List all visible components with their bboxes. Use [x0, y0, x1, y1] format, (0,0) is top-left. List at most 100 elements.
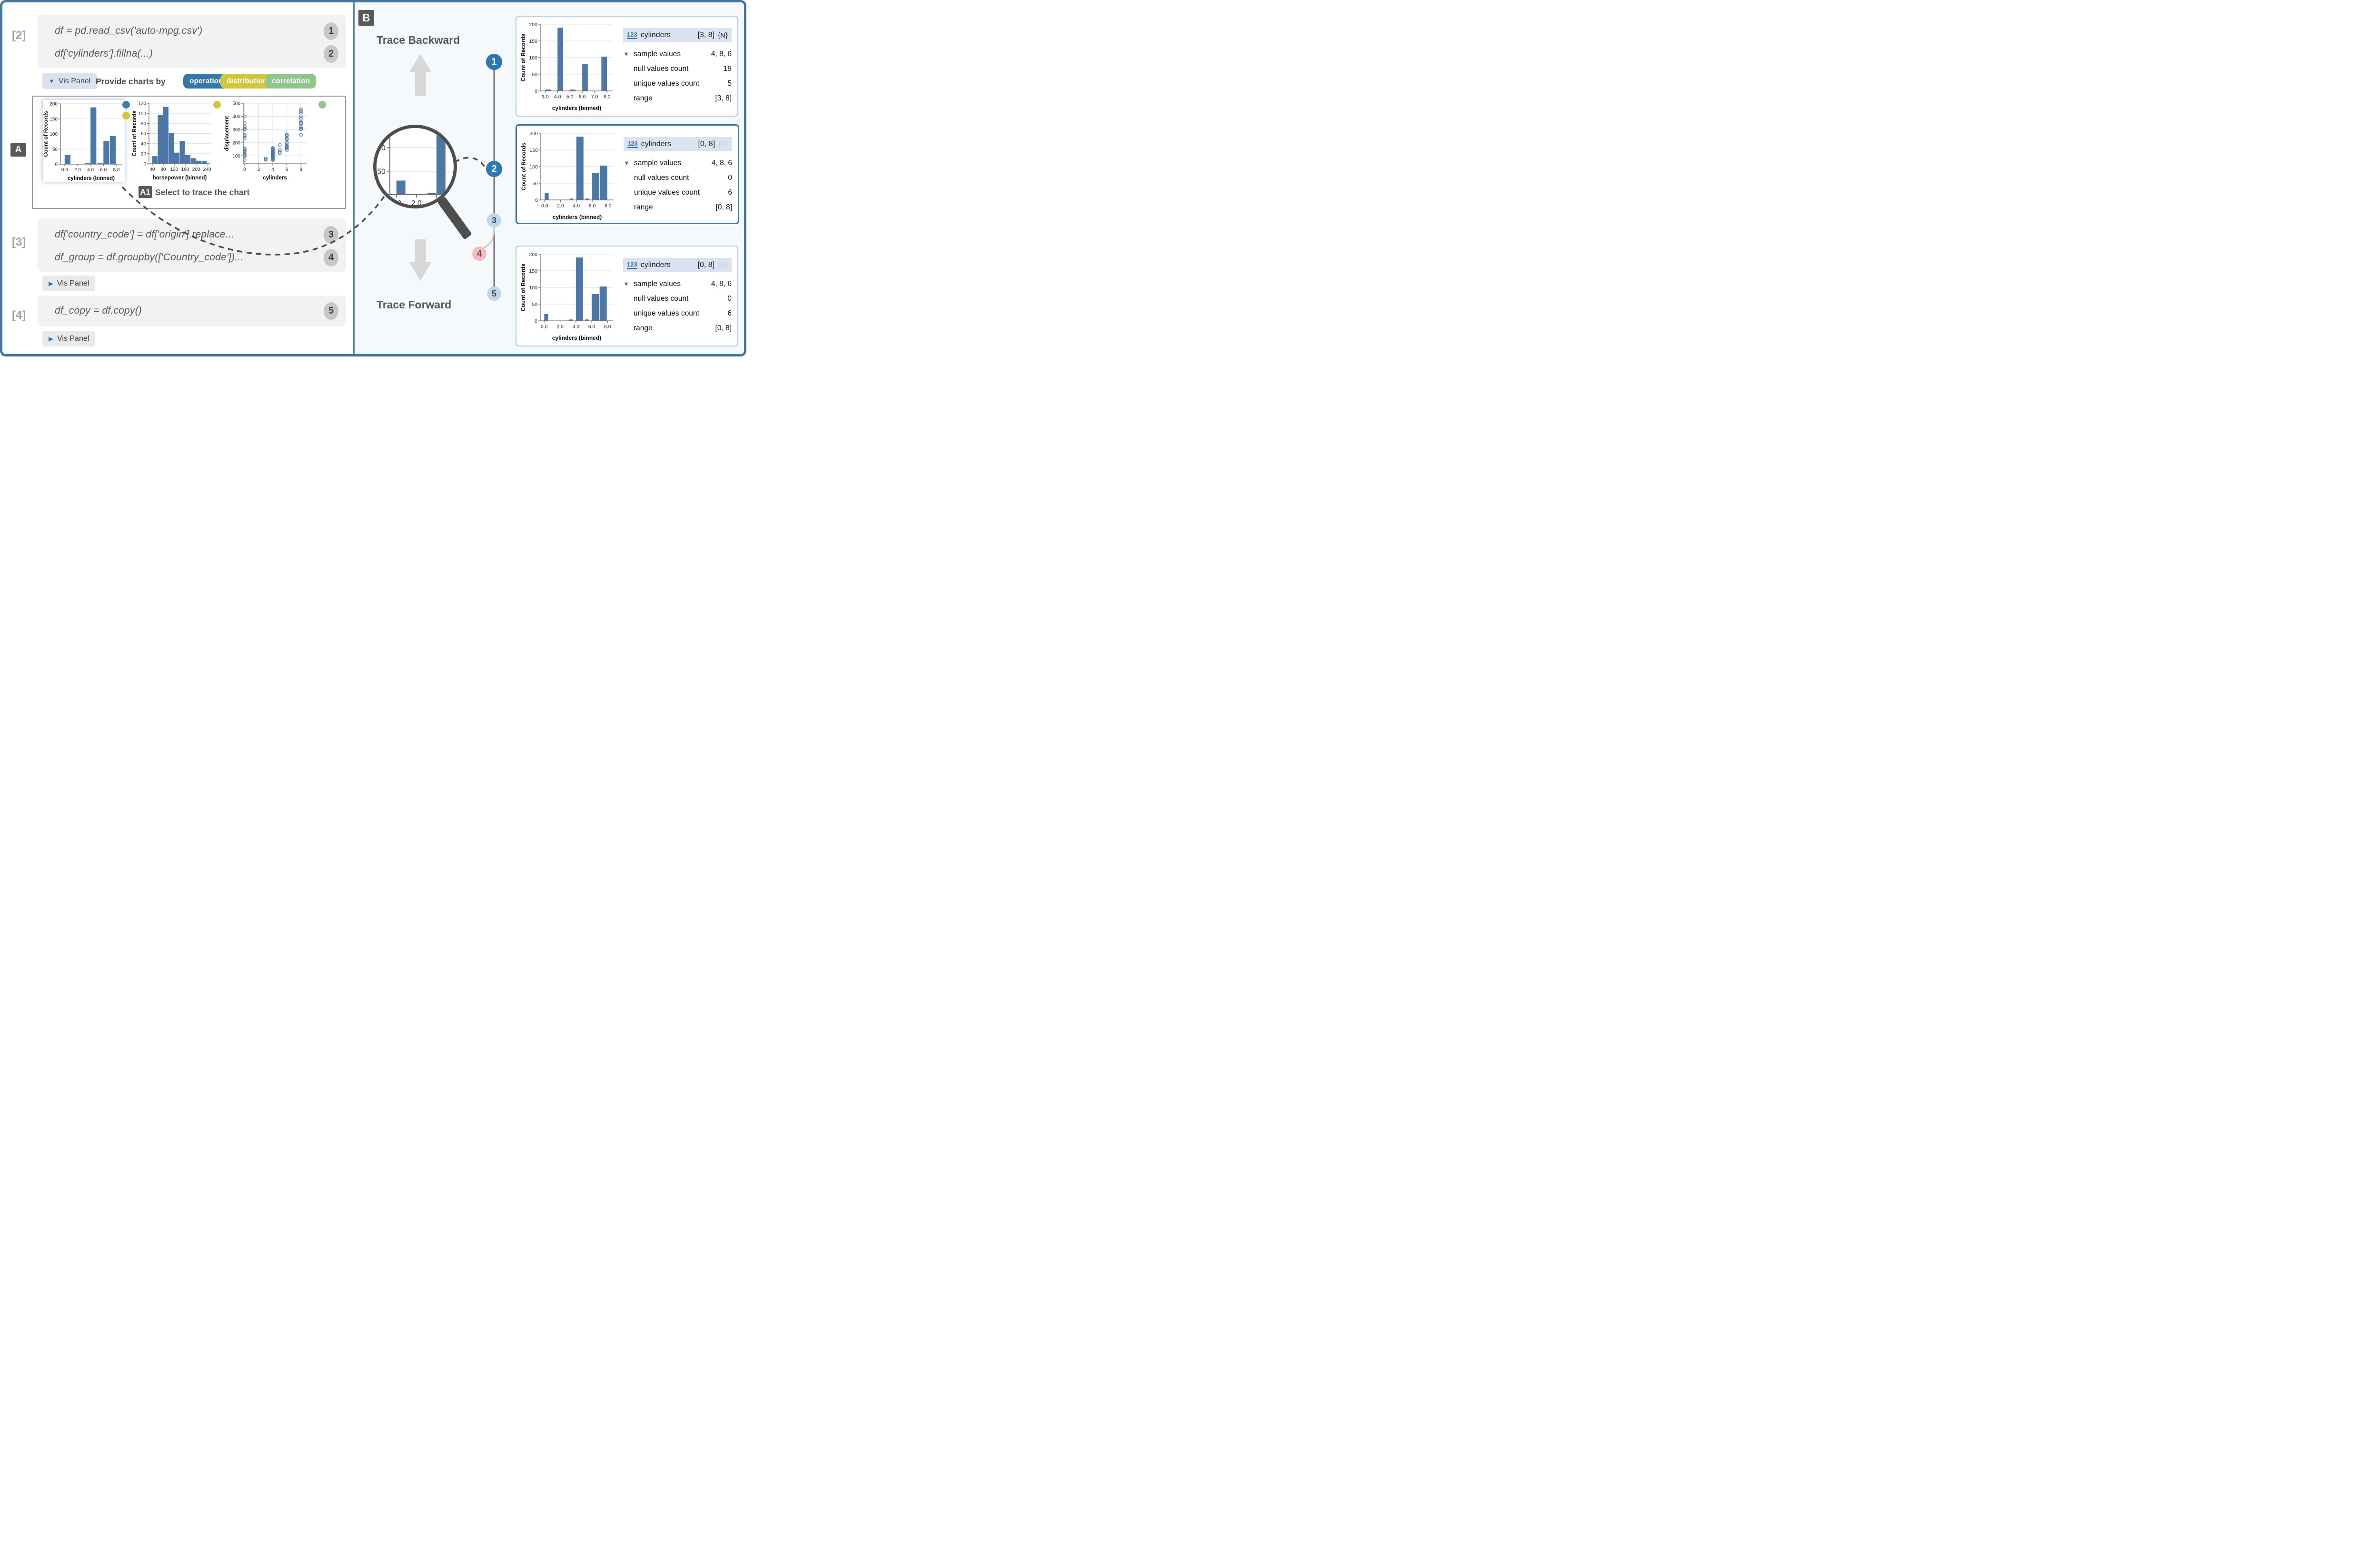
svg-text:displacement: displacement: [224, 116, 230, 151]
vis-panel-label: Vis Panel: [57, 279, 89, 287]
field-metadata: 123 cylinders [0, 8] {N} ▼ sample values…: [623, 258, 732, 336]
vis-panel-toggle-collapsed[interactable]: ▶ Vis Panel: [42, 276, 96, 291]
svg-text:8.0: 8.0: [604, 324, 611, 330]
svg-text:0: 0: [381, 191, 386, 199]
svg-text:2: 2: [258, 167, 260, 172]
svg-text:50: 50: [532, 181, 538, 187]
svg-text:6.0: 6.0: [589, 203, 596, 209]
chevron-right-icon: ▶: [49, 279, 53, 287]
meta-row-sample-values: ▼ sample values 4, 8, 6: [624, 158, 732, 167]
null-flag-badge: {N}: [718, 261, 728, 269]
chevron-right-icon: ▶: [49, 335, 53, 342]
svg-text:50: 50: [377, 168, 386, 176]
svg-text:120: 120: [138, 101, 146, 107]
svg-text:150: 150: [529, 39, 537, 44]
arrow-up-icon: [409, 54, 431, 72]
timeline-node-2[interactable]: 2: [486, 161, 502, 177]
meta-row-sample-values: ▼ sample values 4, 8, 6: [623, 49, 732, 58]
svg-text:4.0: 4.0: [554, 94, 561, 100]
svg-text:80: 80: [160, 167, 166, 172]
execution-order-badge: 4: [324, 248, 338, 267]
svg-text:400: 400: [232, 114, 240, 119]
vis-panel-toggle-expanded[interactable]: ▼ Vis Panel: [42, 73, 97, 89]
cell-index-2: [2]: [12, 29, 26, 42]
svg-text:200: 200: [529, 131, 538, 137]
arrow-down-shaft: [415, 239, 426, 263]
field-header[interactable]: 123 cylinders [0, 8] {N}: [623, 258, 732, 272]
svg-text:2.0: 2.0: [557, 203, 564, 209]
field-range: [3, 8]: [697, 31, 715, 39]
cell-index-3: [3]: [12, 236, 26, 248]
svg-text:8.0: 8.0: [605, 203, 612, 209]
panel-a-marker: A: [10, 143, 26, 157]
field-metadata: 123 cylinders [0, 8] {N} ▼ sample values…: [624, 137, 732, 215]
svg-text:2.0: 2.0: [411, 199, 422, 208]
code-text: df['cylinders'].fillna(...): [55, 48, 153, 59]
tag-correlation[interactable]: correlation: [266, 74, 317, 89]
field-name: cylinders: [640, 31, 671, 39]
trace-backward-label: Trace Backward: [377, 34, 460, 46]
expander-icon[interactable]: ▼: [624, 159, 630, 167]
svg-text:150: 150: [529, 148, 538, 153]
distribution-dot-icon: [213, 101, 221, 109]
meta-row-unique-count: unique values count 6: [634, 188, 732, 197]
code-cell-3[interactable]: df['country_code'] = df['origin'].replac…: [38, 218, 346, 272]
timeline-node-5[interactable]: 5: [487, 287, 501, 301]
meta-row-unique-count: unique values count 5: [634, 79, 732, 88]
svg-text:100: 100: [50, 132, 58, 137]
code-line: df['country_code'] = df['origin'].replac…: [55, 224, 338, 245]
code-text: df = pd.read_csv('auto-mpg.csv'): [55, 25, 203, 36]
svg-text:4.0: 4.0: [87, 168, 94, 173]
timeline-node-3[interactable]: 3: [487, 213, 501, 228]
svg-text:150: 150: [50, 117, 58, 122]
vis-panel-toggle-collapsed[interactable]: ▶ Vis Panel: [42, 331, 96, 346]
meta-row-range: range [3, 8]: [634, 94, 732, 102]
timeline-node-4[interactable]: 4: [472, 247, 486, 261]
code-line: df_group = df.groupby(['Country_code']).…: [55, 247, 338, 268]
svg-text:6.0: 6.0: [588, 324, 595, 330]
meta-row-range: range [0, 8]: [634, 324, 732, 332]
svg-text:cylinders (binned): cylinders (binned): [553, 214, 602, 220]
vis-panel-label: Vis Panel: [57, 334, 89, 343]
expander-icon[interactable]: ▼: [623, 280, 629, 287]
svg-text:100: 100: [138, 111, 146, 117]
code-cell-2[interactable]: df = pd.read_csv('auto-mpg.csv') 1 df['c…: [38, 15, 346, 68]
field-header[interactable]: 123 cylinders [0, 8] {N}: [624, 137, 732, 151]
svg-text:0.0: 0.0: [61, 168, 68, 173]
code-line: df['cylinders'].fillna(...) 2: [55, 43, 338, 64]
execution-order-badge: 1: [324, 22, 338, 40]
vis-panel-label: Vis Panel: [58, 77, 91, 85]
field-metadata: 123 cylinders [3, 8] {N} ▼ sample values…: [623, 28, 732, 106]
svg-text:8.0: 8.0: [113, 168, 120, 173]
svg-text:200: 200: [50, 102, 58, 107]
svg-text:0: 0: [535, 89, 537, 94]
arrow-down-icon: [409, 262, 431, 281]
svg-text:0: 0: [243, 167, 246, 172]
svg-text:cylinders: cylinders: [263, 175, 287, 181]
svg-text:150: 150: [529, 268, 537, 274]
execution-order-badge: 2: [324, 45, 338, 63]
code-cell-4[interactable]: df_copy = df.copy() 5: [38, 296, 346, 326]
field-header[interactable]: 123 cylinders [3, 8] {N}: [623, 28, 732, 42]
svg-text:240: 240: [203, 167, 211, 172]
tag-distribution[interactable]: distribution: [220, 74, 274, 89]
svg-text:0: 0: [535, 318, 537, 324]
svg-text:7.0: 7.0: [591, 94, 598, 100]
svg-text:120: 120: [170, 167, 178, 172]
svg-text:4.0: 4.0: [573, 203, 580, 209]
timeline-node-1[interactable]: 1: [486, 54, 502, 70]
code-text: df['country_code'] = df['origin'].replac…: [55, 229, 234, 240]
svg-text:6.0: 6.0: [451, 199, 457, 208]
operation-dot-icon: [122, 101, 130, 109]
expander-icon[interactable]: ▼: [623, 50, 629, 58]
